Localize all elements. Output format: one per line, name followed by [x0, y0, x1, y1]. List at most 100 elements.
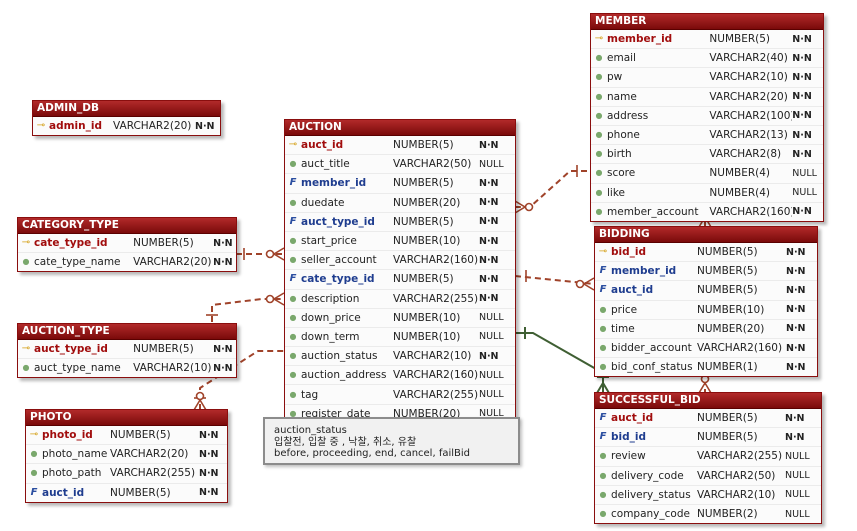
attribute-name: auct_type_name: [34, 362, 121, 375]
attribute-nullability: NULL: [792, 187, 817, 199]
attribute-nullability: N·N: [479, 139, 499, 151]
note-line-3: before, proceeding, end, cancel, failBid: [274, 448, 471, 459]
attribute-type: VARCHAR2(160): [393, 254, 479, 267]
field-icon: ●: [599, 470, 607, 480]
auction-status-note[interactable]: auction_status 입찰전, 입찰 중 , 낙찰, 취소, 유찰 be…: [263, 417, 520, 465]
attribute-nullability: NULL: [792, 167, 817, 179]
attribute-type: VARCHAR2(255): [393, 292, 479, 305]
attribute-nullability: N·N: [213, 237, 233, 249]
field-icon: ●: [289, 408, 297, 418]
auction-type-table-title: AUCTION_TYPE: [18, 324, 236, 339]
attribute-name: auct_id: [611, 284, 654, 297]
attribute-nullability: N·N: [786, 246, 806, 258]
attribute-name: auction_address: [301, 369, 387, 382]
attribute-type: NUMBER(20): [393, 407, 461, 420]
attribute-name: address: [607, 109, 649, 122]
attribute-name: description: [301, 292, 360, 305]
key-icon: ⊸: [21, 237, 31, 249]
attribute-name: member_id: [611, 265, 677, 278]
attribute-nullability: NULL: [479, 408, 504, 420]
attribute-nullability: N·N: [792, 71, 812, 83]
field-icon: ●: [599, 509, 607, 519]
attribute-nullability: N·N: [786, 284, 806, 296]
attribute-type: NUMBER(10): [697, 303, 765, 316]
attribute-nullability: N·N: [786, 361, 806, 373]
attribute-nullability: N·N: [479, 197, 499, 209]
attribute-nullability: N·N: [792, 206, 812, 218]
attribute-type: VARCHAR2(255): [393, 388, 479, 401]
attribute-type: NUMBER(5): [697, 284, 758, 297]
attribute-nullability: NULL: [479, 158, 504, 170]
attribute-name: photo_path: [42, 467, 102, 480]
attribute-type: NUMBER(1): [697, 361, 758, 374]
note-line-1: auction_status: [274, 425, 347, 436]
attribute-type: VARCHAR2(10): [393, 350, 472, 363]
attribute-name: member_id: [607, 33, 673, 46]
attribute-nullability: N·N: [792, 91, 812, 103]
attribute-name: start_price: [301, 235, 357, 248]
field-icon: ●: [595, 168, 603, 178]
attribute-type: NUMBER(10): [393, 311, 461, 324]
attribute-type: VARCHAR2(255): [697, 450, 783, 463]
attribute-type: VARCHAR2(100): [709, 109, 793, 122]
attribute-name: company_code: [611, 508, 690, 521]
field-icon: ●: [289, 331, 297, 341]
attribute-name: price: [611, 303, 638, 316]
